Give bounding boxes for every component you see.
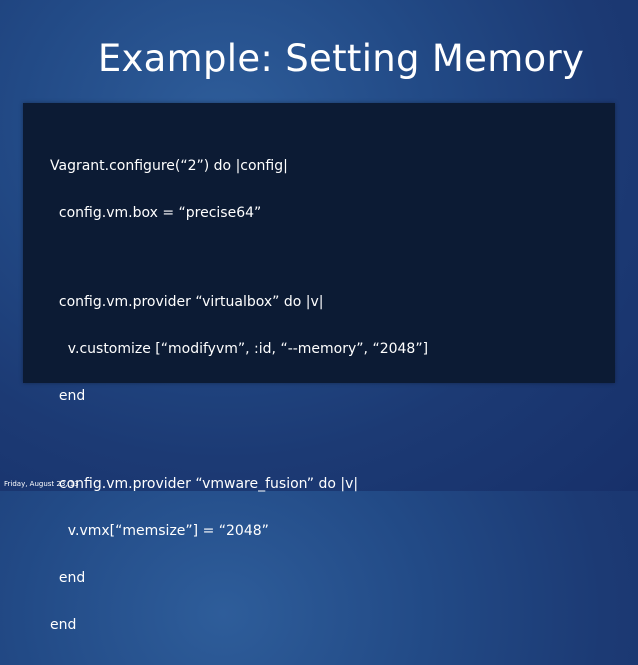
code-line: Vagrant.configure(“2”) do |config| xyxy=(50,158,288,175)
slide-title-text: Example: Setting Memory xyxy=(97,37,585,80)
code-line: config.vm.box = “precise64” xyxy=(50,204,262,221)
code-panel xyxy=(23,103,615,383)
code-line-blank xyxy=(50,253,428,264)
footer-date: Friday, August 23, 13 xyxy=(4,480,79,488)
code-line: config.vm.provider “virtualbox” do |v| xyxy=(50,293,324,310)
code-line: v.vmx[“memsize”] = “2048” xyxy=(50,523,269,540)
code-line: end xyxy=(50,616,77,633)
code-line: config.vm.provider “vmware_fusion” do |v… xyxy=(50,476,359,493)
slide-title: Example: Setting Memory xyxy=(0,37,638,81)
code-block: Vagrant.configure(“2”) do |config| confi… xyxy=(50,128,428,665)
code-line: end xyxy=(50,387,86,404)
code-line-blank xyxy=(50,435,428,446)
code-line: v.customize [“modifyvm”, :id, “--memory”… xyxy=(50,340,429,357)
code-line: end xyxy=(50,570,86,587)
